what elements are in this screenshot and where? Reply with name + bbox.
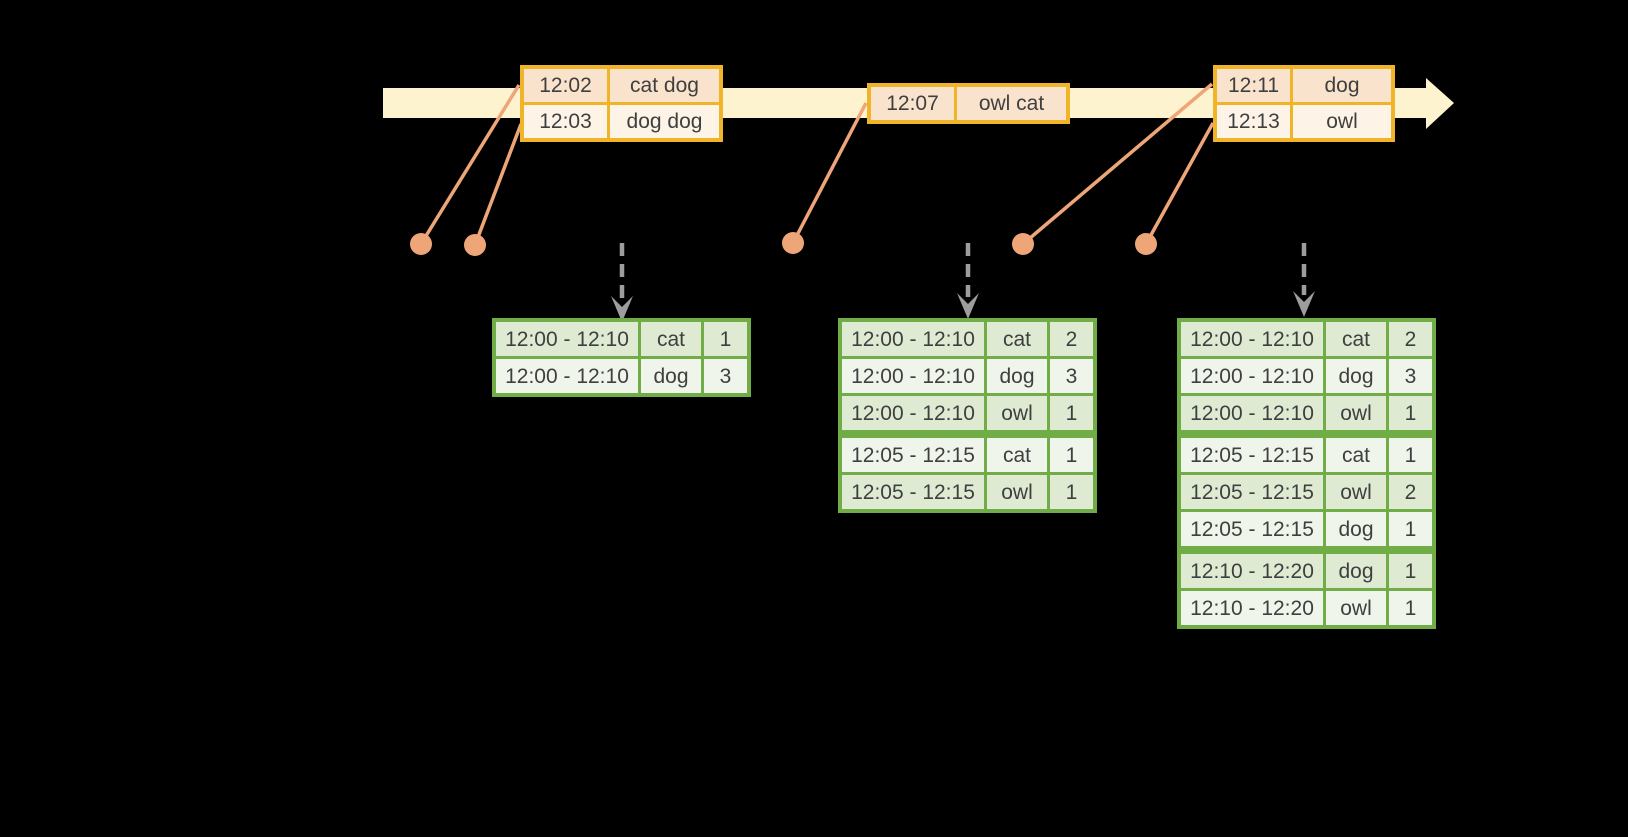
trigger-arrow-2 <box>957 243 979 319</box>
result-row: 12:00 - 12:10 owl 1 <box>842 396 1093 430</box>
count-cell: 3 <box>704 359 747 393</box>
result-row: 12:00 - 12:10 owl 1 <box>1181 396 1432 430</box>
event-words-cell: cat dog <box>610 69 719 102</box>
window-cell: 12:00 - 12:10 <box>496 359 638 393</box>
event-row: 12:11 dog <box>1217 69 1391 102</box>
window-cell: 12:00 - 12:10 <box>1181 359 1323 393</box>
event-time-cell: 12:03 <box>524 105 607 138</box>
count-cell: 1 <box>704 322 747 356</box>
count-cell: 3 <box>1050 359 1093 393</box>
result-row: 12:00 - 12:10 dog 3 <box>496 359 747 393</box>
count-cell: 1 <box>1389 396 1432 430</box>
timeline-arrowhead-icon <box>1426 78 1454 129</box>
word-cell: dog <box>1326 512 1386 546</box>
event-box-1: 12:02 cat dog 12:03 dog dog <box>520 65 723 142</box>
count-cell: 1 <box>1050 438 1093 472</box>
event-words-cell: dog dog <box>610 105 719 138</box>
window-cell: 12:00 - 12:10 <box>1181 396 1323 430</box>
result-row: 12:05 - 12:15 cat 1 <box>1181 438 1432 472</box>
event-arrival-dot-4 <box>1012 233 1034 255</box>
result-row: 12:00 - 12:10 dog 3 <box>842 359 1093 393</box>
count-cell: 1 <box>1389 512 1432 546</box>
result-row: 12:05 - 12:15 owl 2 <box>1181 475 1432 509</box>
event-row: 12:13 owl <box>1217 105 1391 138</box>
event-connector-line-5 <box>1144 122 1215 245</box>
result-row: 12:00 - 12:10 cat 2 <box>842 322 1093 356</box>
event-arrival-dot-5 <box>1135 233 1157 255</box>
trigger-arrowhead-icon <box>1293 291 1315 317</box>
word-cell: owl <box>1326 591 1386 625</box>
word-cell: cat <box>987 322 1047 356</box>
word-cell: cat <box>1326 322 1386 356</box>
trigger-arrow-3 <box>1293 243 1315 317</box>
word-cell: owl <box>987 396 1047 430</box>
event-arrival-dot-2 <box>464 234 486 256</box>
window-cell: 12:10 - 12:20 <box>1181 554 1323 588</box>
trigger-arrowhead-icon <box>611 296 633 322</box>
event-connector-line-4 <box>1021 82 1214 246</box>
result-row: 12:00 - 12:10 cat 2 <box>1181 322 1432 356</box>
event-box-2: 12:07 owl cat <box>867 83 1070 124</box>
result-row: 12:10 - 12:20 owl 1 <box>1181 591 1432 625</box>
event-words-cell: owl cat <box>957 87 1066 120</box>
count-cell: 1 <box>1050 475 1093 509</box>
window-cell: 12:05 - 12:15 <box>842 475 984 509</box>
result-table-2: 12:00 - 12:10 cat 2 12:00 - 12:10 dog 3 … <box>838 318 1097 513</box>
window-cell: 12:00 - 12:10 <box>1181 322 1323 356</box>
event-arrival-dot-1 <box>410 233 432 255</box>
word-cell: dog <box>987 359 1047 393</box>
word-cell: cat <box>641 322 701 356</box>
count-cell: 1 <box>1389 438 1432 472</box>
result-row: 12:05 - 12:15 dog 1 <box>1181 512 1432 546</box>
count-cell: 1 <box>1050 396 1093 430</box>
result-row: 12:05 - 12:15 cat 1 <box>842 438 1093 472</box>
word-cell: dog <box>641 359 701 393</box>
result-row: 12:05 - 12:15 owl 1 <box>842 475 1093 509</box>
result-table-3: 12:00 - 12:10 cat 2 12:00 - 12:10 dog 3 … <box>1177 318 1436 629</box>
window-cell: 12:00 - 12:10 <box>842 396 984 430</box>
word-cell: cat <box>1326 438 1386 472</box>
window-cell: 12:05 - 12:15 <box>1181 512 1323 546</box>
window-cell: 12:00 - 12:10 <box>496 322 638 356</box>
word-cell: owl <box>987 475 1047 509</box>
word-cell: owl <box>1326 475 1386 509</box>
window-cell: 12:05 - 12:15 <box>1181 438 1323 472</box>
result-row: 12:10 - 12:20 dog 1 <box>1181 554 1432 588</box>
word-cell: owl <box>1326 396 1386 430</box>
trigger-arrow-1 <box>611 243 633 322</box>
count-cell: 1 <box>1389 591 1432 625</box>
count-cell: 2 <box>1050 322 1093 356</box>
trigger-arrowhead-icon <box>957 293 979 319</box>
event-connector-line-2 <box>473 123 523 246</box>
event-time-cell: 12:11 <box>1217 69 1290 102</box>
event-words-cell: dog <box>1293 69 1391 102</box>
window-cell: 12:00 - 12:10 <box>842 359 984 393</box>
result-table-1: 12:00 - 12:10 cat 1 12:00 - 12:10 dog 3 <box>492 318 751 397</box>
event-box-3: 12:11 dog 12:13 owl <box>1213 65 1395 142</box>
event-row: 12:03 dog dog <box>524 105 719 138</box>
event-time-cell: 12:07 <box>871 87 954 120</box>
count-cell: 2 <box>1389 322 1432 356</box>
event-connector-line-3 <box>791 102 868 244</box>
event-row: 12:02 cat dog <box>524 69 719 102</box>
window-cell: 12:00 - 12:10 <box>842 322 984 356</box>
word-cell: cat <box>987 438 1047 472</box>
event-time-cell: 12:13 <box>1217 105 1290 138</box>
count-cell: 2 <box>1389 475 1432 509</box>
window-cell: 12:05 - 12:15 <box>1181 475 1323 509</box>
count-cell: 1 <box>1389 554 1432 588</box>
word-cell: dog <box>1326 359 1386 393</box>
window-cell: 12:05 - 12:15 <box>842 438 984 472</box>
event-row: 12:07 owl cat <box>871 87 1066 120</box>
count-cell: 3 <box>1389 359 1432 393</box>
event-time-cell: 12:02 <box>524 69 607 102</box>
event-connector-line-1 <box>419 84 521 245</box>
word-cell: dog <box>1326 554 1386 588</box>
event-words-cell: owl <box>1293 105 1391 138</box>
window-cell: 12:10 - 12:20 <box>1181 591 1323 625</box>
result-row: 12:00 - 12:10 cat 1 <box>496 322 747 356</box>
event-arrival-dot-3 <box>782 232 804 254</box>
result-row: 12:00 - 12:10 dog 3 <box>1181 359 1432 393</box>
